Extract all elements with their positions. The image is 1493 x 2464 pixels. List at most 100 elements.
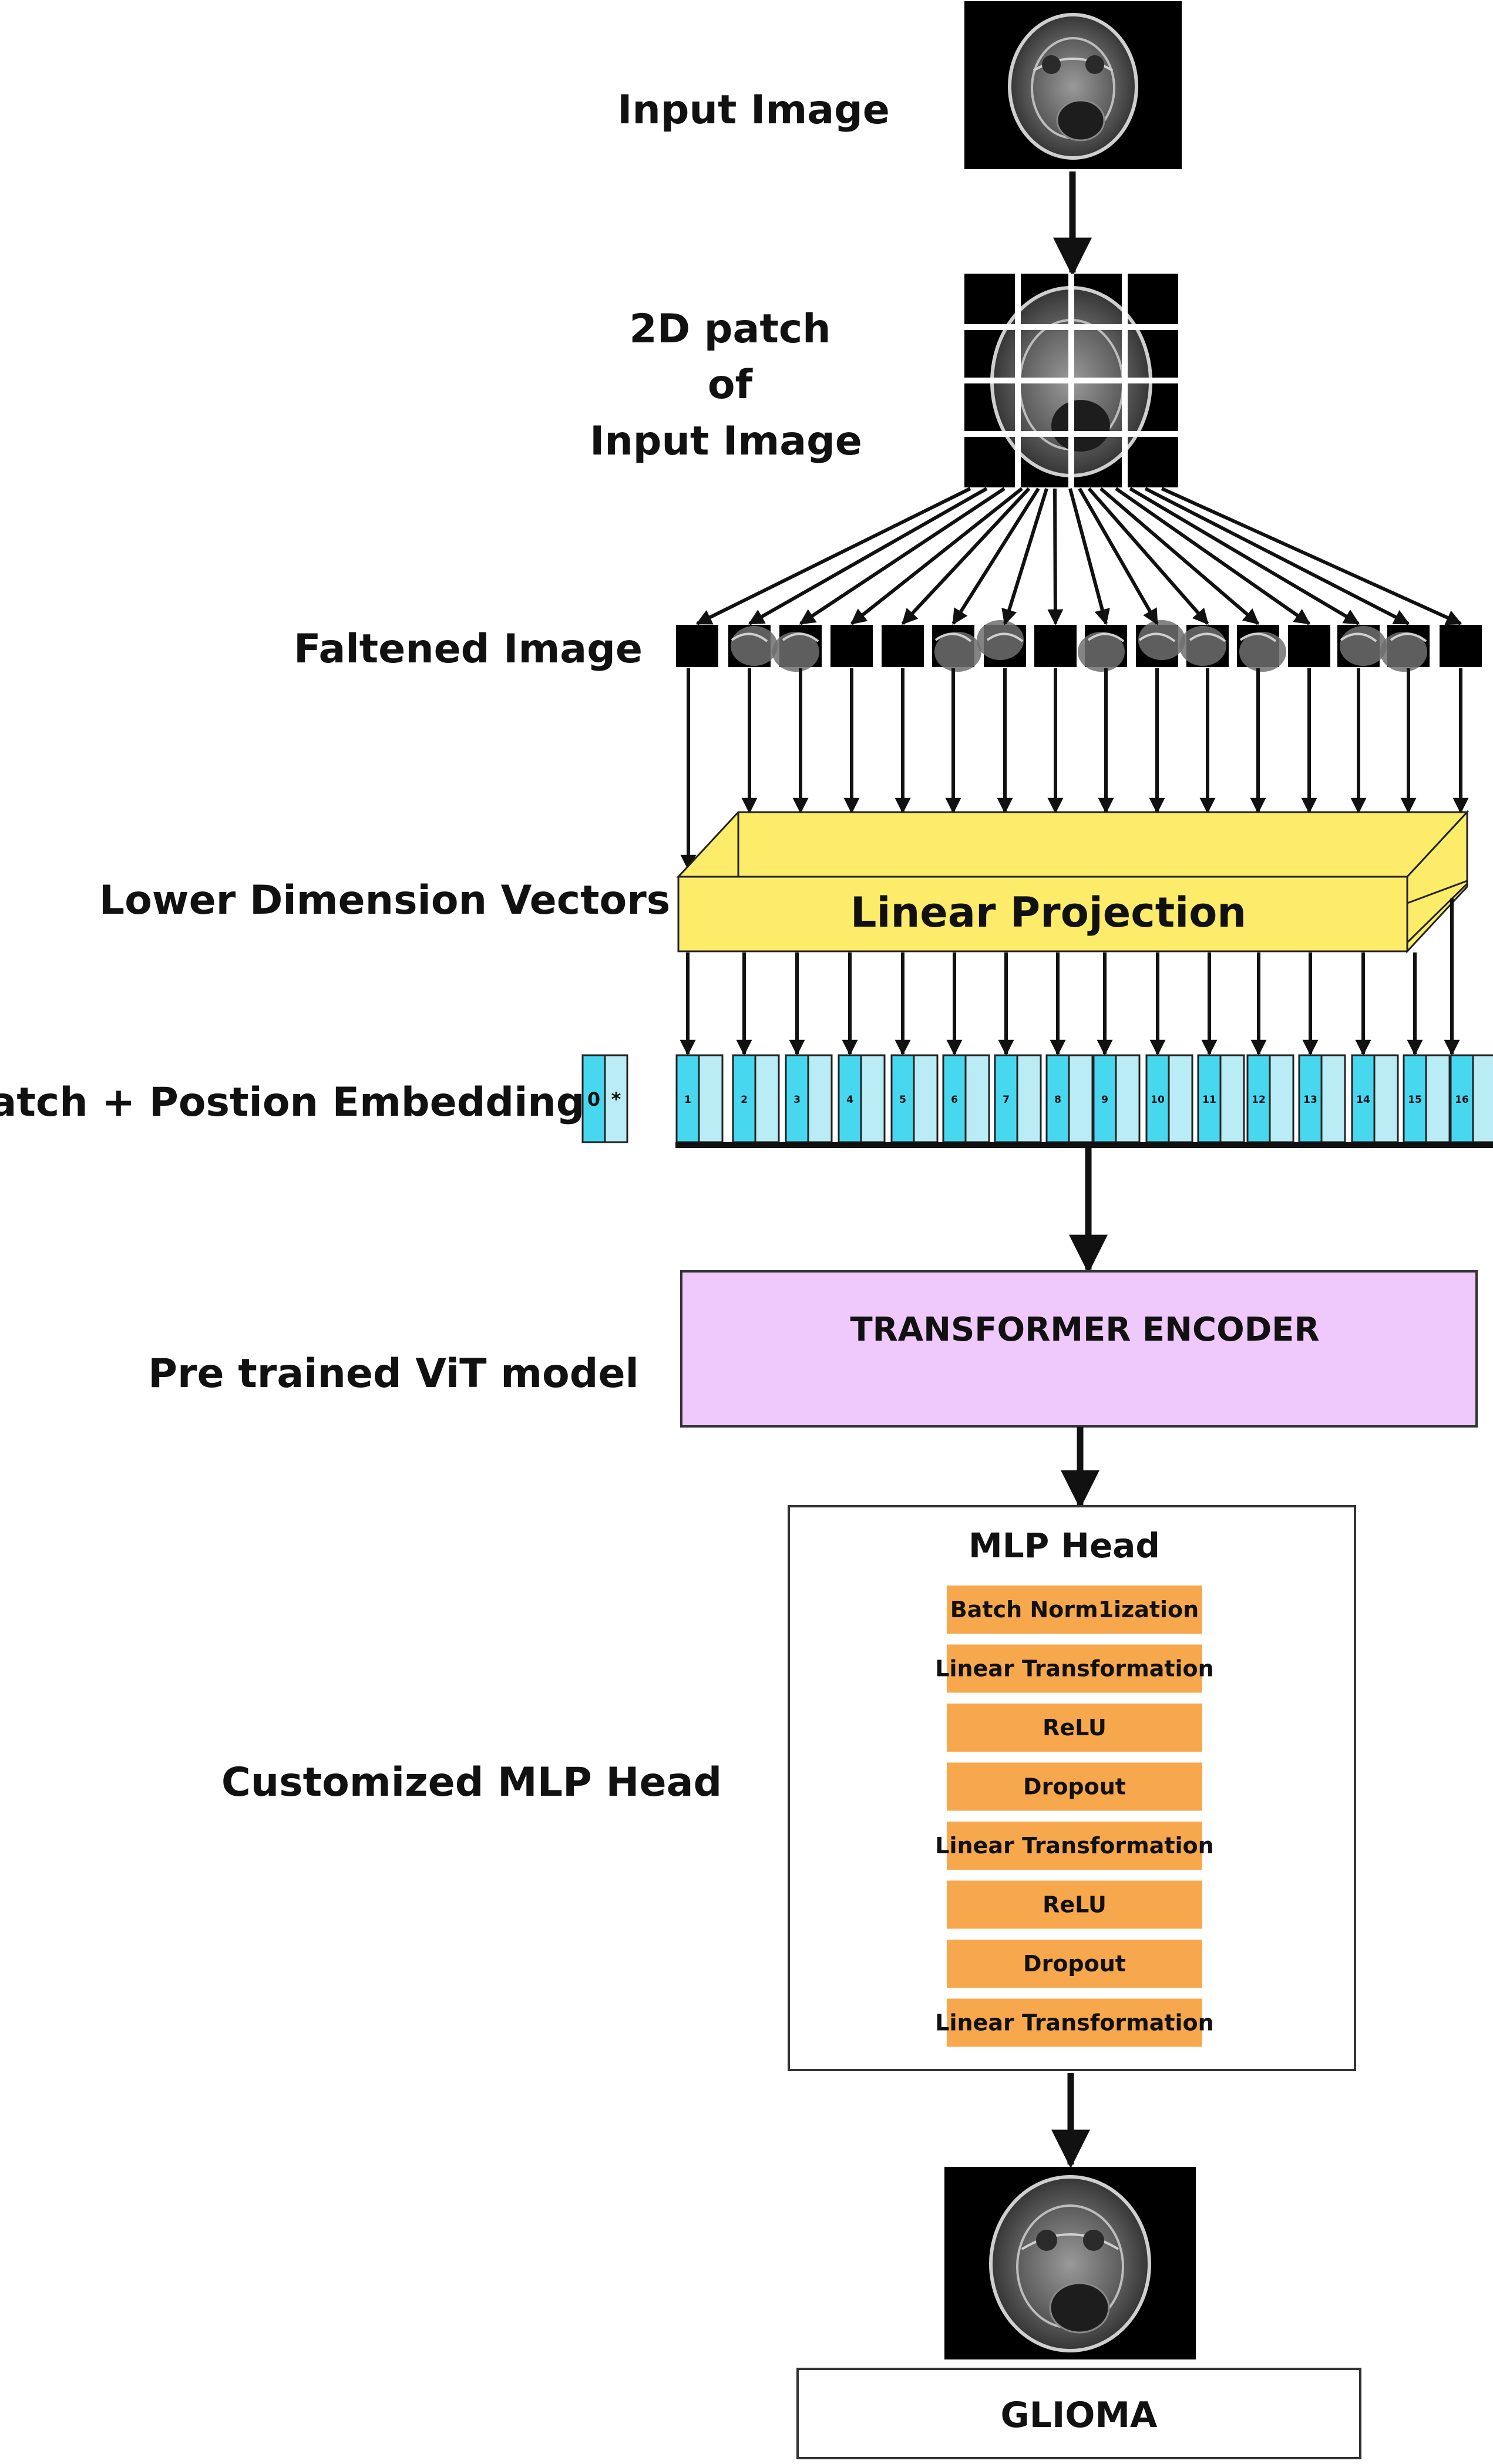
fan-arrow [695, 487, 971, 625]
mlp-layer: Dropout [947, 1762, 1202, 1811]
flattened-patch [977, 620, 1026, 667]
embedding-pair: 16 [1450, 1054, 1493, 1143]
embedding-pair: 15 [1403, 1054, 1451, 1143]
label-patch-line3: Input Image [590, 418, 862, 464]
label-customized-mlp: Customized MLP Head [221, 1759, 722, 1806]
patch-number: 11 [1202, 1094, 1216, 1106]
fan-arrow [850, 487, 1023, 625]
projection-to-embedding-arrows [680, 898, 1460, 1056]
mlp-layer: ReLU [947, 1704, 1202, 1752]
flattened-patch-row [676, 620, 1482, 672]
patch-number: 1 [684, 1094, 691, 1106]
embedding-pair: 5 [890, 1054, 939, 1143]
flattened-patch [1440, 625, 1482, 667]
patch-number: 3 [793, 1094, 801, 1106]
linear-projection-label: Linear Projection [850, 888, 1246, 937]
patch-number: 8 [1054, 1094, 1061, 1106]
flattened-patch [676, 625, 718, 667]
embedding-pair: 6 [942, 1054, 990, 1143]
patch-number: 5 [899, 1094, 906, 1106]
flattened-patch [1337, 625, 1387, 667]
transformer-encoder-label: TRANSFORMER ENCODER [850, 1311, 1319, 1349]
fan-arrow [1078, 487, 1159, 625]
fan-arrow [1001, 488, 1048, 625]
embedding-baseline [675, 1142, 1493, 1148]
mlp-layer-label: Linear Transformation [935, 2010, 1213, 2036]
cls-token: 0 * [581, 1054, 628, 1143]
flattened-patch [1380, 625, 1430, 672]
fan-arrow [1068, 488, 1110, 625]
patch-number: 15 [1408, 1094, 1422, 1106]
flattened-patch [772, 625, 822, 672]
mlp-layer-label: Dropout [1023, 1774, 1126, 1800]
mlp-layer: Linear Transformation [935, 1644, 1214, 1693]
patch-to-flat-arrows [695, 487, 1462, 625]
label-patch-line2: of [708, 362, 754, 408]
patch-number: 2 [741, 1094, 748, 1106]
patch-number: 10 [1151, 1094, 1165, 1106]
mlp-layer-label: Batch Norm1ization [950, 1597, 1199, 1623]
embedding-pair: 8 [1045, 1054, 1094, 1143]
patch-number: 12 [1252, 1094, 1266, 1106]
flat-to-projection-arrows [680, 668, 1469, 871]
embedding-pair: 11 [1197, 1054, 1245, 1143]
embedding-pair: 10 [1145, 1054, 1193, 1143]
mlp-layer-label: Linear Transformation [935, 1656, 1213, 1682]
label-flattened-image: Faltened Image [294, 626, 643, 672]
fan-arrow [1129, 487, 1360, 625]
fan-arrow [1087, 487, 1209, 625]
patch-number: 7 [1003, 1094, 1010, 1106]
mlp-layer: Batch Norm1ization [947, 1586, 1202, 1634]
fan-arrow [1161, 487, 1462, 625]
flattened-patch [932, 625, 981, 672]
fan-arrow [951, 487, 1040, 625]
embedding-pair: 2 [732, 1054, 780, 1143]
label-pretrained-vit: Pre trained ViT model [148, 1351, 639, 1397]
label-lower-dimension: Lower Dimension Vectors [99, 877, 671, 924]
label-patch-line1: 2D patch [629, 306, 830, 352]
flattened-patch [728, 625, 778, 667]
label-embedding: Patch + Postion Embedding [0, 1079, 584, 1126]
embedding-pair: 14 [1351, 1054, 1399, 1143]
cls-token-index: 0 [587, 1088, 600, 1110]
cls-token-marker: * [611, 1088, 621, 1110]
mlp-layer-label: Dropout [1023, 1951, 1126, 1977]
flattened-patch [1288, 625, 1330, 667]
flattened-patch [830, 625, 873, 667]
flattened-patch [882, 625, 924, 667]
mlp-layer-label: ReLU [1043, 1715, 1107, 1741]
patch-number: 14 [1356, 1094, 1370, 1106]
output-mri-image [944, 2167, 1196, 2359]
mlp-layer: Dropout [947, 1940, 1202, 1988]
mlp-layer-label: Linear Transformation [935, 1833, 1213, 1859]
fan-arrow [748, 487, 988, 625]
embedding-pair: 12 [1246, 1054, 1294, 1143]
input-mri-image [964, 1, 1182, 169]
flattened-patch [1078, 625, 1127, 672]
mlp-layer-label: ReLU [1043, 1892, 1107, 1918]
output-label-box [796, 2368, 1361, 2459]
embedding-pair: 13 [1298, 1054, 1346, 1143]
flattened-patch [1237, 625, 1286, 672]
mlp-layer: Linear Transformation [935, 1822, 1214, 1870]
patch-number: 16 [1455, 1094, 1469, 1106]
mlp-layer: ReLU [947, 1880, 1202, 1929]
fan-arrow [1099, 487, 1260, 625]
patch-number: 13 [1303, 1094, 1317, 1106]
patch-number: 4 [846, 1094, 853, 1106]
mlp-layer: Linear Transformation [935, 1998, 1214, 2047]
flattened-patch [1136, 620, 1185, 667]
fan-arrow [799, 487, 1006, 625]
transformer-encoder-block [680, 1270, 1478, 1428]
fan-arrow [901, 487, 1031, 625]
embedding-pair: 4 [838, 1054, 886, 1143]
embedding-pair: 7 [994, 1054, 1042, 1143]
linear-projection-block: Linear Projection [676, 810, 1470, 954]
fan-arrow [1115, 487, 1311, 625]
output-class-label: GLIOMA [1001, 2395, 1158, 2436]
patch-number: 6 [951, 1094, 958, 1106]
